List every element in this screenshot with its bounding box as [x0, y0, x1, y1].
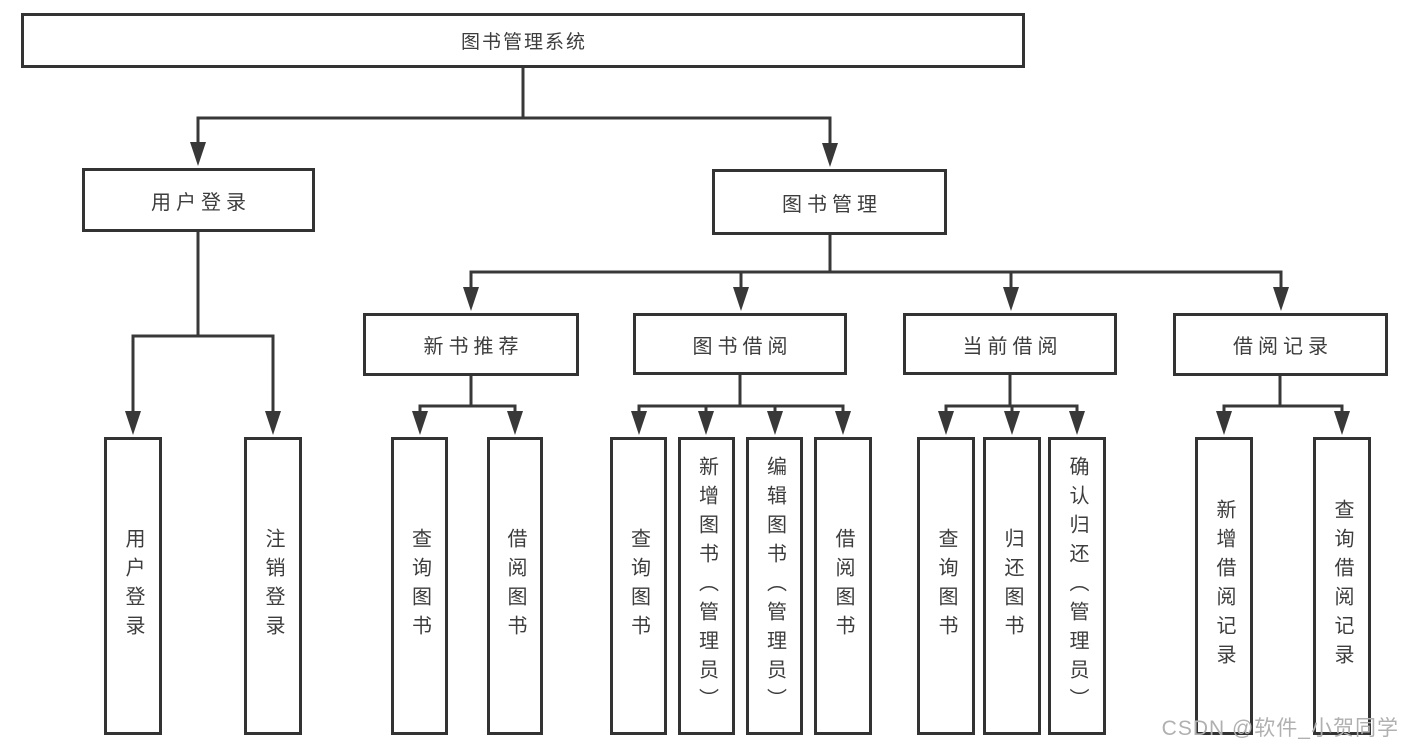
node-label: 借阅图书 — [504, 528, 526, 644]
node-library-management-system: 图书管理系统 — [21, 13, 1025, 68]
node-book-management-branch: 图书管理 — [712, 169, 947, 235]
node-leaf-confirm-return-admin: 确认归还（管理员） — [1048, 437, 1106, 735]
node-label: 借阅图书 — [832, 528, 854, 644]
node-leaf-logout: 注销登录 — [244, 437, 302, 735]
node-label: 借阅记录 — [1233, 336, 1333, 358]
node-label: 查询图书 — [935, 528, 957, 644]
node-leaf-return-books: 归还图书 — [983, 437, 1041, 735]
csdn-watermark: CSDN @软件_小贺同学 — [1161, 717, 1399, 740]
node-leaf-borrow-books-2: 借阅图书 — [814, 437, 872, 735]
node-label: 新书推荐 — [423, 336, 524, 358]
node-label: 图书借阅 — [692, 335, 793, 358]
node-label: 注销登录 — [262, 528, 284, 644]
node-label: 用户登录 — [122, 528, 144, 644]
node-label: 图书管理系统 — [460, 32, 587, 53]
node-leaf-add-borrow-record: 新增借阅记录 — [1195, 437, 1253, 735]
node-leaf-borrow-books-1: 借阅图书 — [487, 437, 543, 735]
node-label: 查询借阅记录 — [1331, 499, 1353, 673]
node-borrowing-records: 借阅记录 — [1173, 313, 1388, 376]
node-label: 编辑图书（管理员） — [763, 455, 786, 717]
node-user-login-branch: 用户登录 — [82, 168, 315, 232]
node-new-book-recommendation: 新书推荐 — [363, 313, 579, 376]
node-leaf-user-login: 用户登录 — [104, 437, 162, 735]
node-leaf-edit-books-admin: 编辑图书（管理员） — [746, 437, 803, 735]
node-label: 图书管理 — [782, 193, 882, 216]
node-label: 查询图书 — [408, 528, 431, 644]
node-label: 当前借阅 — [962, 335, 1063, 358]
node-current-borrowing: 当前借阅 — [903, 313, 1117, 375]
node-label: 新增图书（管理员） — [695, 455, 718, 717]
node-label: 归还图书 — [1001, 528, 1023, 644]
node-leaf-query-books-2: 查询图书 — [610, 437, 667, 735]
node-book-borrowing: 图书借阅 — [633, 313, 847, 375]
node-leaf-query-books-1: 查询图书 — [391, 437, 448, 735]
node-leaf-query-books-3: 查询图书 — [917, 437, 975, 735]
node-label: 新增借阅记录 — [1213, 499, 1235, 673]
node-label: 查询图书 — [627, 528, 650, 644]
node-leaf-add-books-admin: 新增图书（管理员） — [678, 437, 735, 735]
node-leaf-query-borrow-record: 查询借阅记录 — [1313, 437, 1371, 735]
node-label: 确认归还（管理员） — [1066, 455, 1088, 717]
node-label: 用户登录 — [151, 191, 251, 214]
